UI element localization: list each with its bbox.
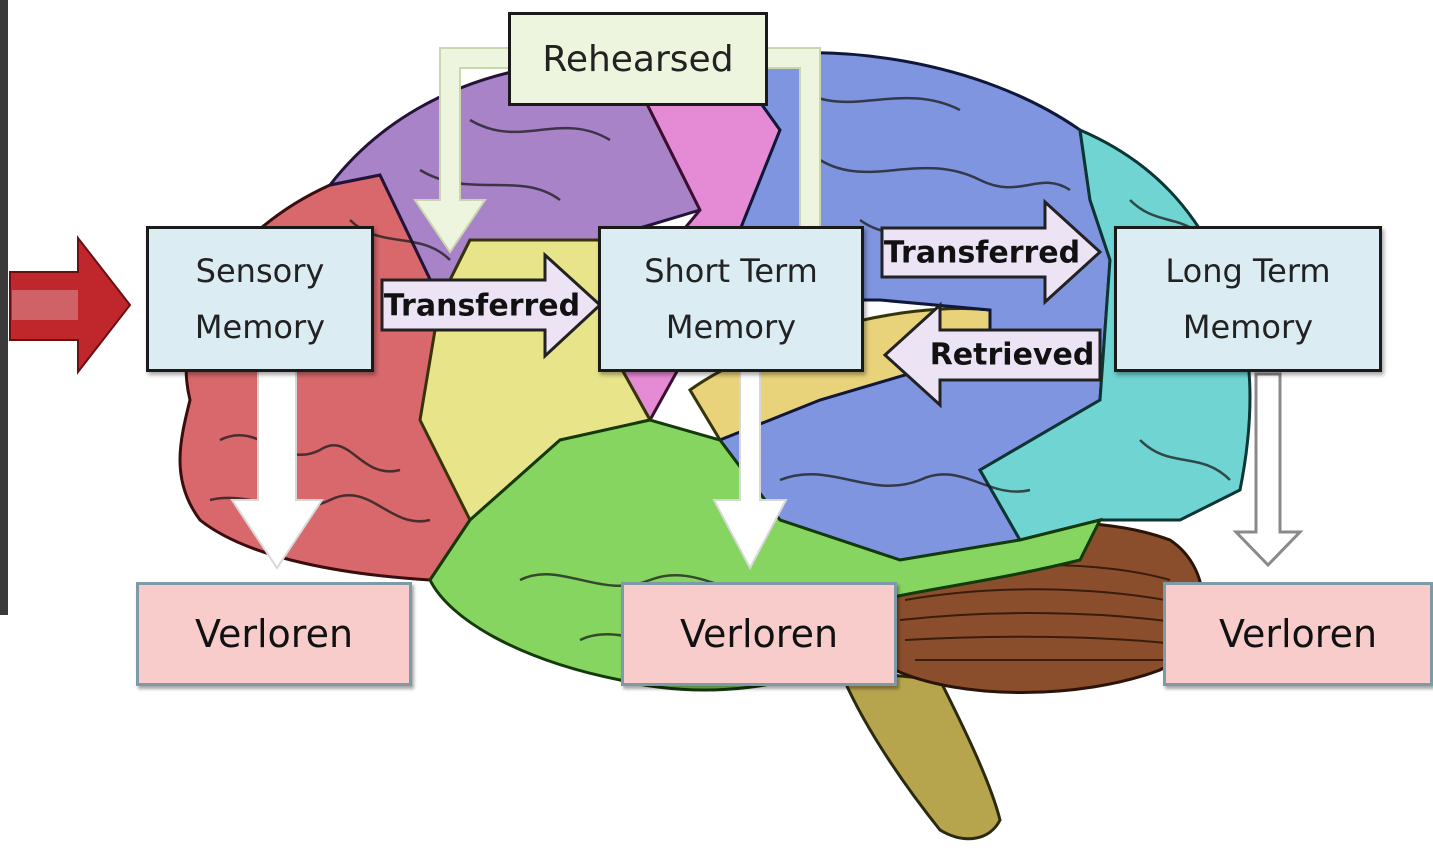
sensory-line-1: Sensory [195,243,325,299]
retrieved-label: Retrieved [930,338,1095,373]
rehearsed-box: Rehearsed [508,12,768,106]
sensory-lost-box: Verloren [136,582,412,686]
sensory-line-2: Memory [195,299,325,355]
left-edge-bar [0,0,8,615]
short-term-lost-box: Verloren [621,582,897,686]
brain-lobes-illustration [180,53,1250,839]
long-term-line-2: Memory [1165,299,1330,355]
short-term-line-1: Short Term [644,243,818,299]
transferred-label-1: Transferred [384,289,580,324]
short-term-line-2: Memory [644,299,818,355]
long-term-lost-box: Verloren [1163,582,1433,686]
long-term-line-1: Long Term [1165,243,1330,299]
transferred-label-2: Transferred [884,236,1080,271]
